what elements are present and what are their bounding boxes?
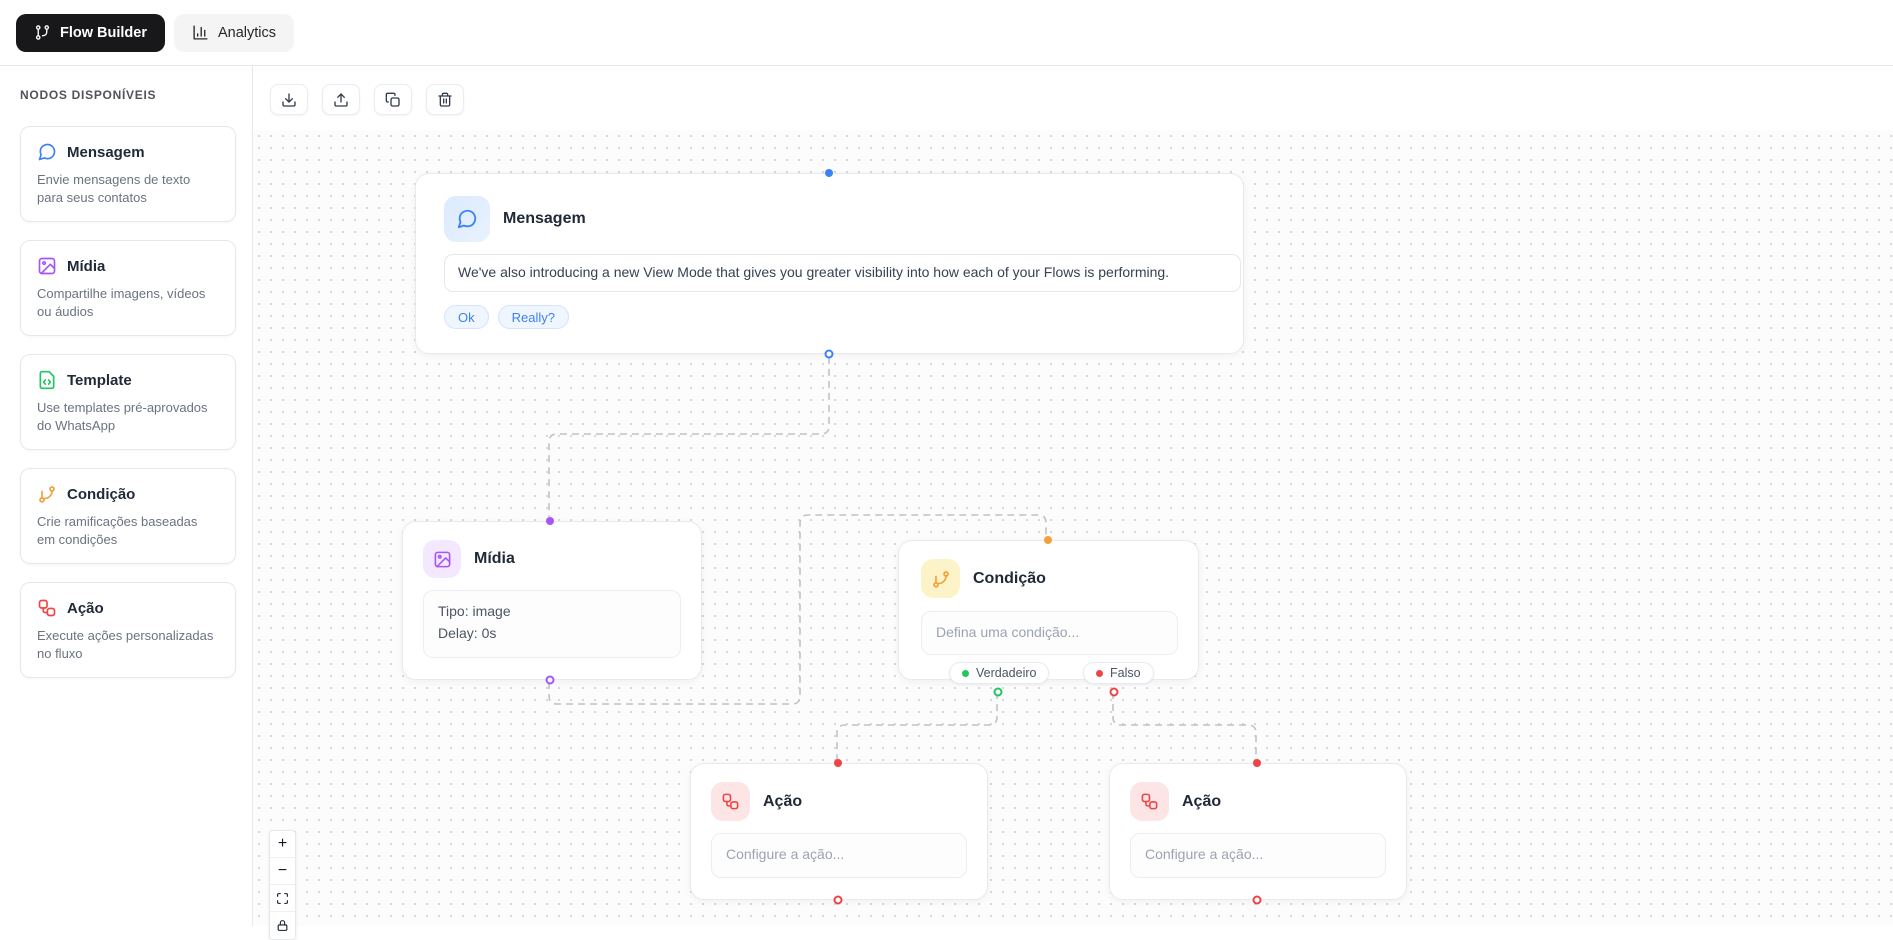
tab-flow-builder-label: Flow Builder	[60, 25, 147, 41]
output-pill-falso: Falso	[1083, 662, 1154, 684]
target-handle[interactable]	[1253, 759, 1261, 767]
flow-node-acao-left[interactable]: Ação Configure a ação...	[690, 763, 988, 900]
message-bubble-icon	[37, 142, 57, 162]
true-dot-icon	[962, 670, 969, 677]
node-title: Ação	[763, 793, 802, 811]
git-branch-icon	[931, 569, 951, 589]
node-icon-tile	[711, 782, 750, 821]
palette-card-condicao[interactable]: Condição Crie ramificações baseadas em c…	[20, 468, 236, 564]
palette-card-title: Ação	[67, 600, 104, 617]
target-handle[interactable]	[834, 759, 842, 767]
palette-card-mensagem[interactable]: Mensagem Envie mensagens de texto para s…	[20, 126, 236, 222]
delete-button[interactable]	[426, 84, 464, 115]
workflow-icon	[721, 792, 740, 811]
palette-card-title: Mídia	[67, 258, 105, 275]
message-bubble-icon	[456, 208, 478, 230]
palette-card-midia[interactable]: Mídia Compartilhe imagens, vídeos ou áud…	[20, 240, 236, 336]
flow-node-midia[interactable]: Mídia Tipo: image Delay: 0s	[402, 521, 702, 680]
upload-icon	[333, 92, 349, 108]
palette-card-template[interactable]: Template Use templates pré-aprovados do …	[20, 354, 236, 450]
palette-card-title: Condição	[67, 486, 135, 503]
source-handle-true[interactable]	[994, 688, 1003, 697]
workflow-icon	[37, 598, 57, 618]
zoom-controls: + −	[269, 830, 296, 940]
condition-input[interactable]: Defina uma condição...	[921, 611, 1178, 655]
output-label: Verdadeiro	[976, 666, 1036, 680]
node-icon-tile	[1130, 782, 1169, 821]
source-handle[interactable]	[834, 896, 843, 905]
flow-branch-icon	[34, 24, 51, 41]
palette-card-description: Envie mensagens de texto para seus conta…	[37, 171, 219, 206]
node-icon-tile	[921, 559, 960, 598]
action-input[interactable]: Configure a ação...	[711, 833, 967, 878]
target-handle[interactable]	[825, 169, 833, 177]
sidebar-title: NODOS DISPONÍVEIS	[20, 88, 232, 102]
zoom-in-button[interactable]: +	[270, 831, 295, 858]
topbar: Flow Builder Analytics	[0, 0, 1893, 66]
file-code-icon	[37, 370, 57, 390]
upload-flow-button[interactable]	[322, 84, 360, 115]
download-icon	[281, 92, 297, 108]
output-label: Falso	[1110, 666, 1141, 680]
flow-node-mensagem[interactable]: Mensagem We've also introducing a new Vi…	[415, 173, 1244, 354]
midia-config-box[interactable]: Tipo: image Delay: 0s	[423, 590, 681, 658]
palette-card-title: Mensagem	[67, 144, 145, 161]
fit-view-icon	[276, 892, 289, 905]
palette-card-acao[interactable]: Ação Execute ações personalizadas no flu…	[20, 582, 236, 678]
node-title: Ação	[1182, 793, 1221, 811]
quick-reply-chip[interactable]: Ok	[444, 305, 489, 329]
tab-analytics[interactable]: Analytics	[174, 14, 294, 52]
source-handle-false[interactable]	[1110, 688, 1119, 697]
copy-icon	[385, 92, 401, 108]
source-handle[interactable]	[546, 676, 555, 685]
image-icon	[433, 550, 452, 569]
node-title: Condição	[973, 570, 1046, 588]
trash-icon	[437, 92, 453, 108]
download-flow-button[interactable]	[270, 84, 308, 115]
palette-card-description: Use templates pré-aprovados do WhatsApp	[37, 399, 219, 434]
tab-flow-builder[interactable]: Flow Builder	[16, 14, 165, 52]
bar-chart-icon	[192, 24, 209, 41]
flow-node-condicao[interactable]: Condição Defina uma condição... Verdadei…	[898, 540, 1199, 680]
target-handle[interactable]	[546, 517, 554, 525]
image-icon	[37, 256, 57, 276]
message-text-field[interactable]: We've also introducing a new View Mode t…	[444, 254, 1241, 292]
zoom-out-button[interactable]: −	[270, 858, 295, 885]
action-input[interactable]: Configure a ação...	[1130, 833, 1386, 878]
source-handle[interactable]	[825, 350, 834, 359]
palette-card-description: Compartilhe imagens, vídeos ou áudios	[37, 285, 219, 320]
source-handle[interactable]	[1253, 896, 1262, 905]
canvas-toolbar	[270, 84, 464, 115]
node-icon-tile	[423, 540, 461, 578]
palette-card-description: Crie ramificações baseadas em condições	[37, 513, 219, 548]
workflow-icon	[1140, 792, 1159, 811]
git-branch-icon	[37, 484, 57, 504]
flow-node-acao-right[interactable]: Ação Configure a ação...	[1109, 763, 1407, 900]
duplicate-button[interactable]	[374, 84, 412, 115]
target-handle[interactable]	[1044, 536, 1052, 544]
output-pill-verdadeiro: Verdadeiro	[949, 662, 1049, 684]
quick-reply-chip[interactable]: Really?	[498, 305, 569, 329]
palette-card-description: Execute ações personalizadas no fluxo	[37, 627, 219, 662]
node-title: Mensagem	[503, 210, 586, 228]
fit-view-button[interactable]	[270, 885, 295, 912]
node-icon-tile	[444, 196, 490, 242]
sidebar-available-nodes: NODOS DISPONÍVEIS Mensagem Envie mensage…	[0, 66, 253, 926]
tab-analytics-label: Analytics	[218, 25, 276, 41]
midia-delay-line: Delay: 0s	[438, 623, 666, 645]
midia-type-line: Tipo: image	[438, 601, 666, 623]
palette-card-title: Template	[67, 372, 132, 389]
node-title: Mídia	[474, 550, 515, 568]
false-dot-icon	[1096, 670, 1103, 677]
